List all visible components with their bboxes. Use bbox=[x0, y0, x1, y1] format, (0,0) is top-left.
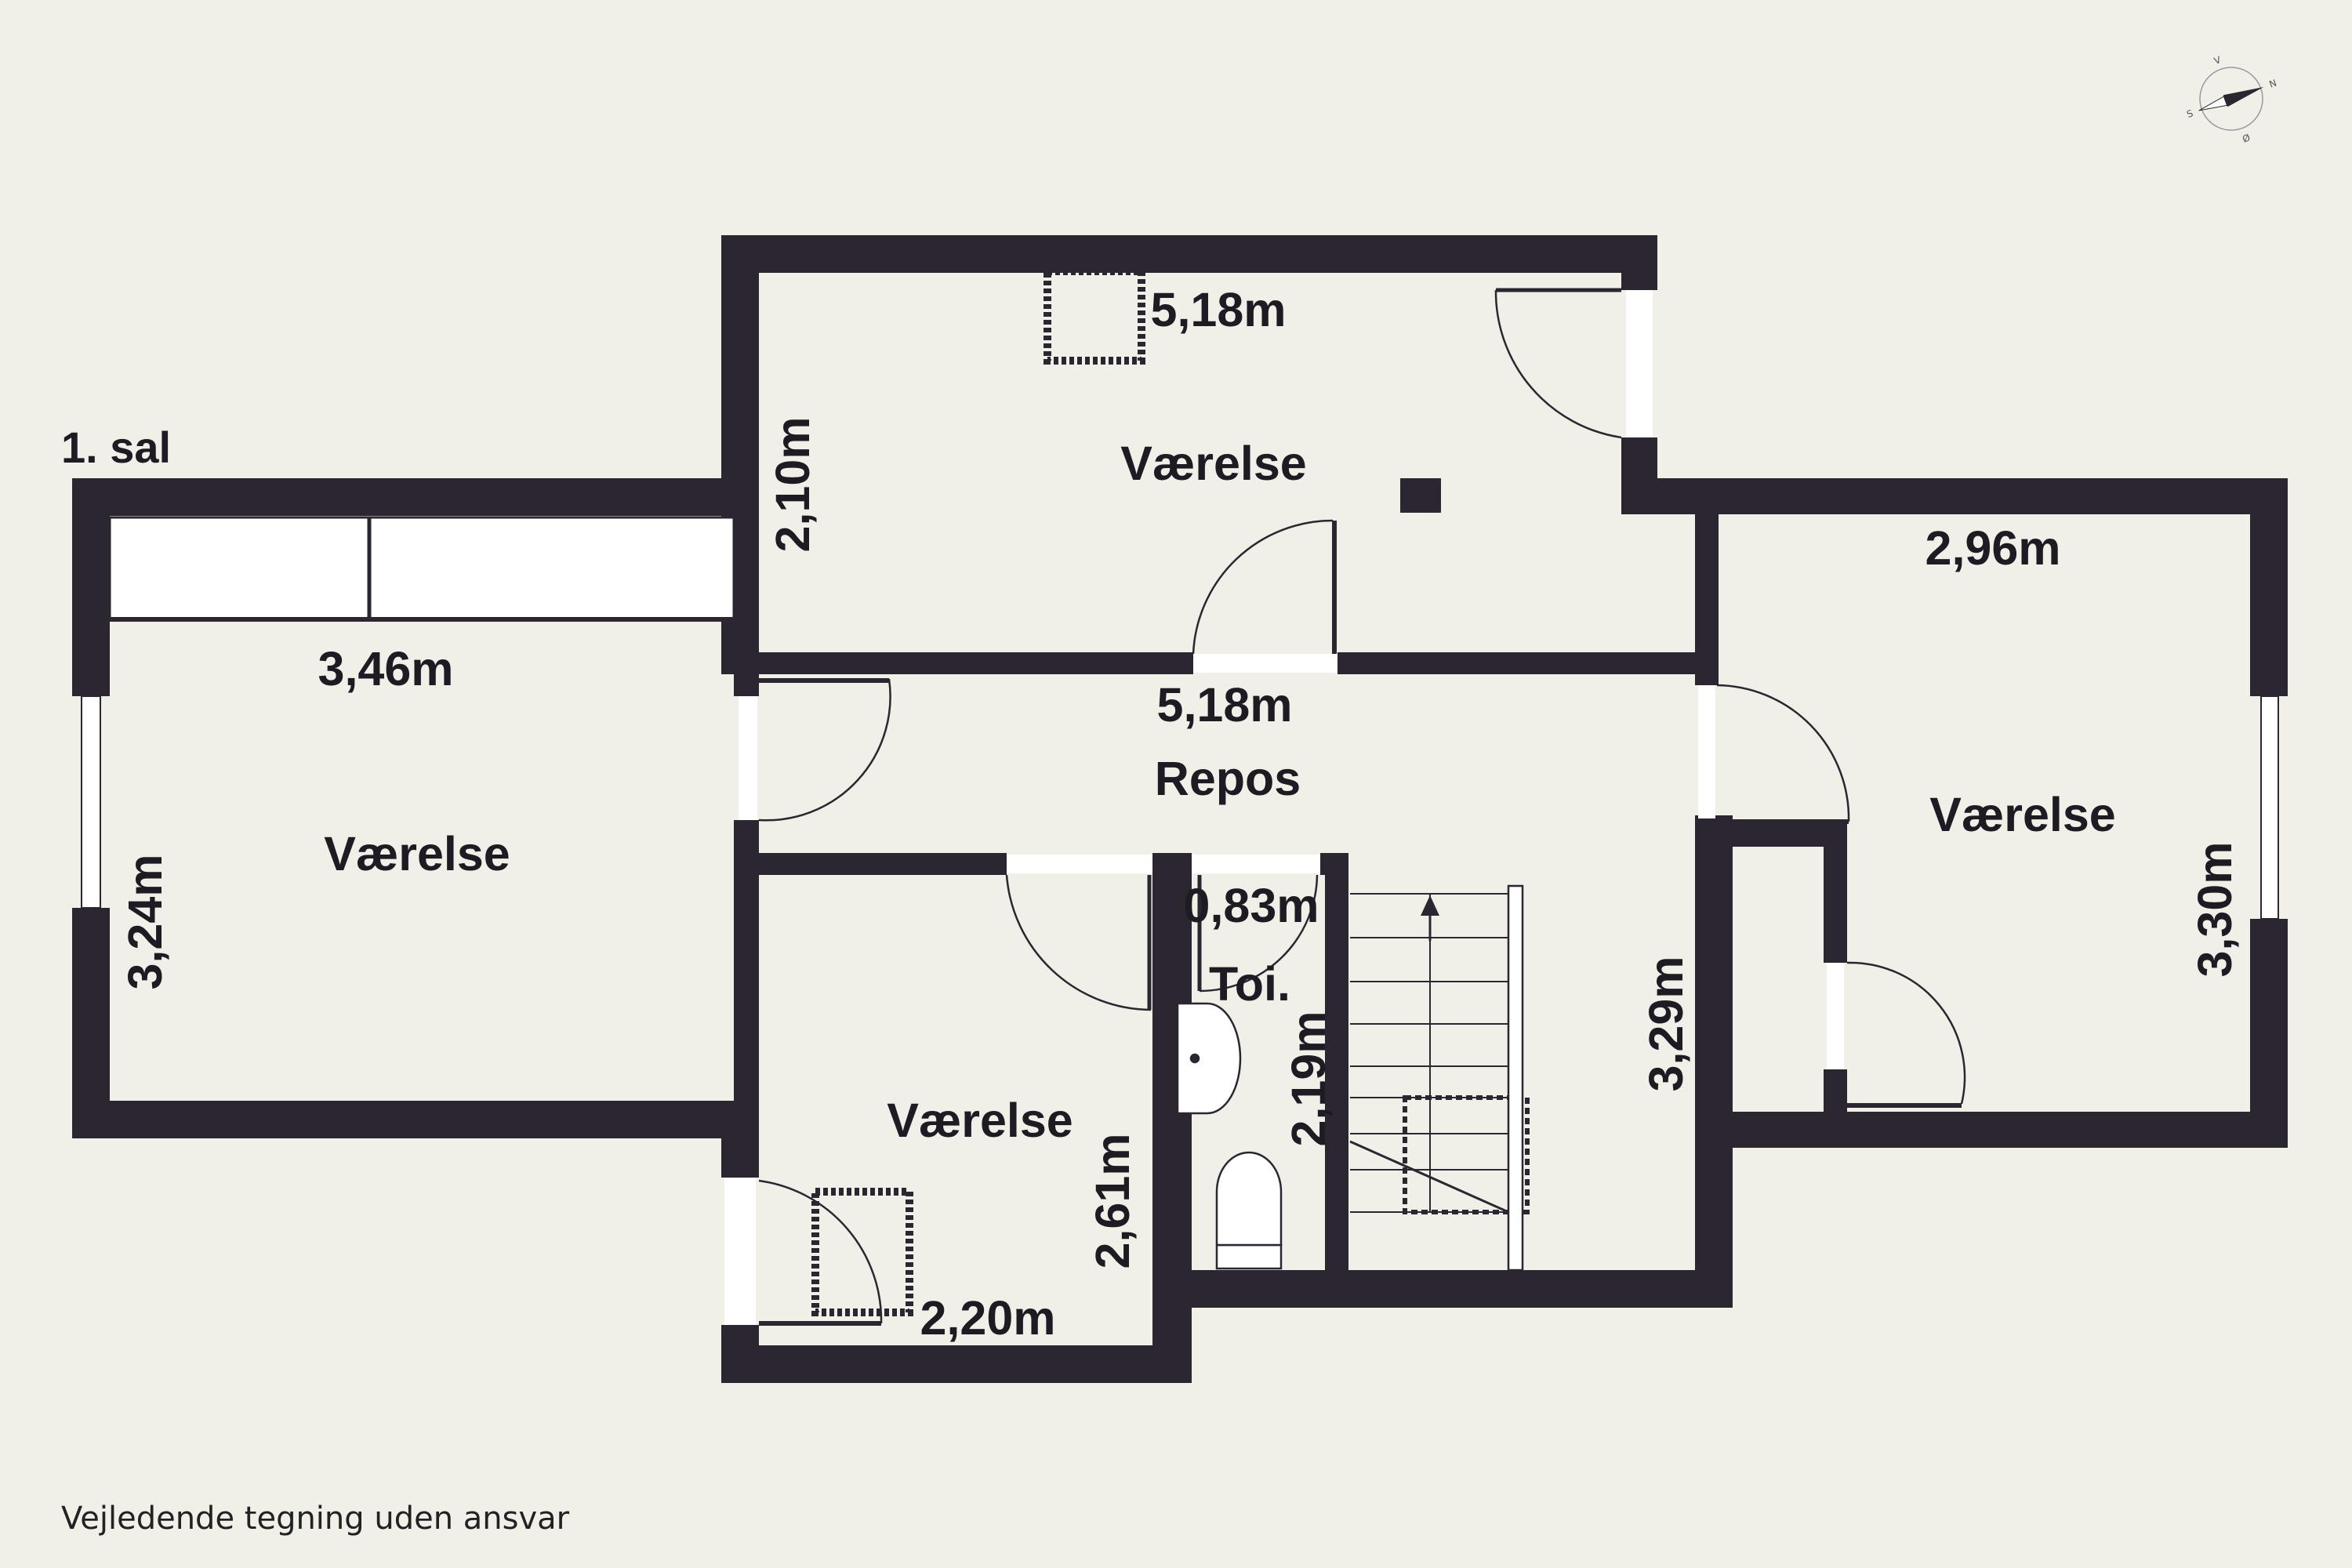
wall bbox=[2250, 919, 2288, 1148]
dim-height-top: 2,10m bbox=[766, 417, 819, 553]
wardrobes bbox=[108, 516, 735, 622]
door-gap bbox=[1626, 290, 1653, 437]
window bbox=[2260, 695, 2279, 920]
wardrobe bbox=[368, 516, 735, 621]
door-swing-top-right bbox=[1494, 289, 1622, 439]
dim-width-left: 3,46m bbox=[318, 642, 454, 695]
toilet-fixtures bbox=[1176, 1002, 1283, 1270]
arrow-head-icon bbox=[1421, 895, 1439, 916]
wall bbox=[1695, 674, 1719, 685]
wall bbox=[1152, 1270, 1733, 1308]
window bbox=[81, 695, 101, 909]
column bbox=[1400, 478, 1441, 513]
dim-width-top: 5,18m bbox=[1151, 283, 1287, 336]
skylight bbox=[811, 1188, 913, 1316]
door-gap bbox=[1827, 963, 1844, 1069]
door-gap bbox=[739, 696, 757, 820]
dim-width-right: 2,96m bbox=[1926, 521, 2061, 575]
wall bbox=[72, 478, 759, 516]
door-openings bbox=[724, 290, 1844, 1325]
wall bbox=[734, 673, 759, 696]
dim-width-bottom: 2,20m bbox=[920, 1291, 1056, 1345]
door-gap bbox=[1192, 855, 1320, 873]
compass-icon: N S Ø V bbox=[2185, 54, 2278, 145]
wall bbox=[734, 820, 759, 1140]
wall bbox=[1695, 514, 1719, 674]
room-name-left: Værelse bbox=[324, 827, 510, 880]
door-swing-top bbox=[1192, 519, 1334, 655]
door-swing-toilet bbox=[1199, 874, 1319, 993]
wall bbox=[1621, 478, 2288, 514]
windows bbox=[81, 695, 2279, 920]
dim-height-right: 3,30m bbox=[2188, 842, 2241, 978]
compass-south: S bbox=[2185, 107, 2194, 120]
door-gap bbox=[1698, 685, 1715, 818]
wall bbox=[1621, 235, 1657, 290]
stair-cut bbox=[1349, 1140, 1509, 1214]
door-swing-left bbox=[758, 678, 891, 822]
compass-north: N bbox=[2267, 78, 2278, 90]
dim-width-hall: 5,18m bbox=[1157, 678, 1293, 731]
wall bbox=[1338, 652, 1717, 674]
wall bbox=[721, 1345, 1192, 1383]
disclaimer: Vejledende tegning uden ansvar bbox=[61, 1501, 570, 1537]
door-swing-closet bbox=[1846, 961, 1966, 1105]
wardrobe bbox=[108, 516, 370, 621]
door-gap bbox=[724, 1178, 756, 1325]
skylight bbox=[1044, 267, 1145, 365]
wall bbox=[759, 853, 1007, 875]
compass-needle-tail bbox=[2198, 96, 2228, 111]
dim-height-bottom: 2,61m bbox=[1086, 1134, 1139, 1269]
stair-rail bbox=[1507, 884, 1524, 1272]
door-swing-bottom-left bbox=[758, 1179, 883, 1324]
wall bbox=[1178, 853, 1192, 875]
toilet-bowl bbox=[1215, 1151, 1283, 1247]
wall bbox=[721, 1137, 759, 1178]
wall bbox=[72, 1101, 759, 1138]
wall bbox=[759, 652, 1193, 674]
sink-drain bbox=[1189, 1053, 1200, 1064]
compass-west: V bbox=[2212, 54, 2223, 67]
sink bbox=[1176, 1002, 1242, 1115]
wall bbox=[1824, 823, 1847, 963]
room-name-right: Værelse bbox=[1929, 788, 2115, 841]
door-swing-right bbox=[1716, 684, 1850, 822]
floor-label: 1. sal bbox=[61, 423, 171, 472]
room-name-hall: Repos bbox=[1155, 752, 1301, 805]
wall bbox=[1695, 815, 1733, 1308]
room-name-toilet: Toi. bbox=[1209, 957, 1290, 1011]
wall bbox=[2250, 478, 2288, 696]
wall bbox=[1695, 823, 1847, 847]
room-name-top: Værelse bbox=[1120, 437, 1306, 490]
dim-width-toilet: 0,83m bbox=[1184, 879, 1319, 932]
door-swings bbox=[758, 288, 1966, 1326]
wall bbox=[1325, 853, 1348, 1270]
door-gap bbox=[1007, 855, 1152, 873]
toilet-tank bbox=[1215, 1243, 1283, 1270]
wall bbox=[1695, 1112, 2288, 1148]
wall bbox=[72, 478, 110, 696]
wall bbox=[721, 235, 1657, 273]
compass-needle bbox=[2223, 86, 2264, 107]
dim-height-toilet: 2,19m bbox=[1282, 1011, 1335, 1147]
dim-height-left: 3,24m bbox=[118, 855, 172, 990]
wall bbox=[72, 908, 110, 1138]
stair-treads bbox=[1349, 893, 1509, 1214]
door-gap bbox=[1193, 654, 1338, 673]
compass-east: Ø bbox=[2241, 132, 2252, 144]
wall bbox=[1824, 1069, 1847, 1148]
staircase bbox=[1349, 884, 1524, 1272]
dim-height-hall: 3,29m bbox=[1639, 956, 1693, 1092]
walls bbox=[72, 235, 2288, 1383]
door-swing-bottom bbox=[1005, 874, 1152, 1011]
room-name-bottom: Værelse bbox=[887, 1094, 1073, 1147]
